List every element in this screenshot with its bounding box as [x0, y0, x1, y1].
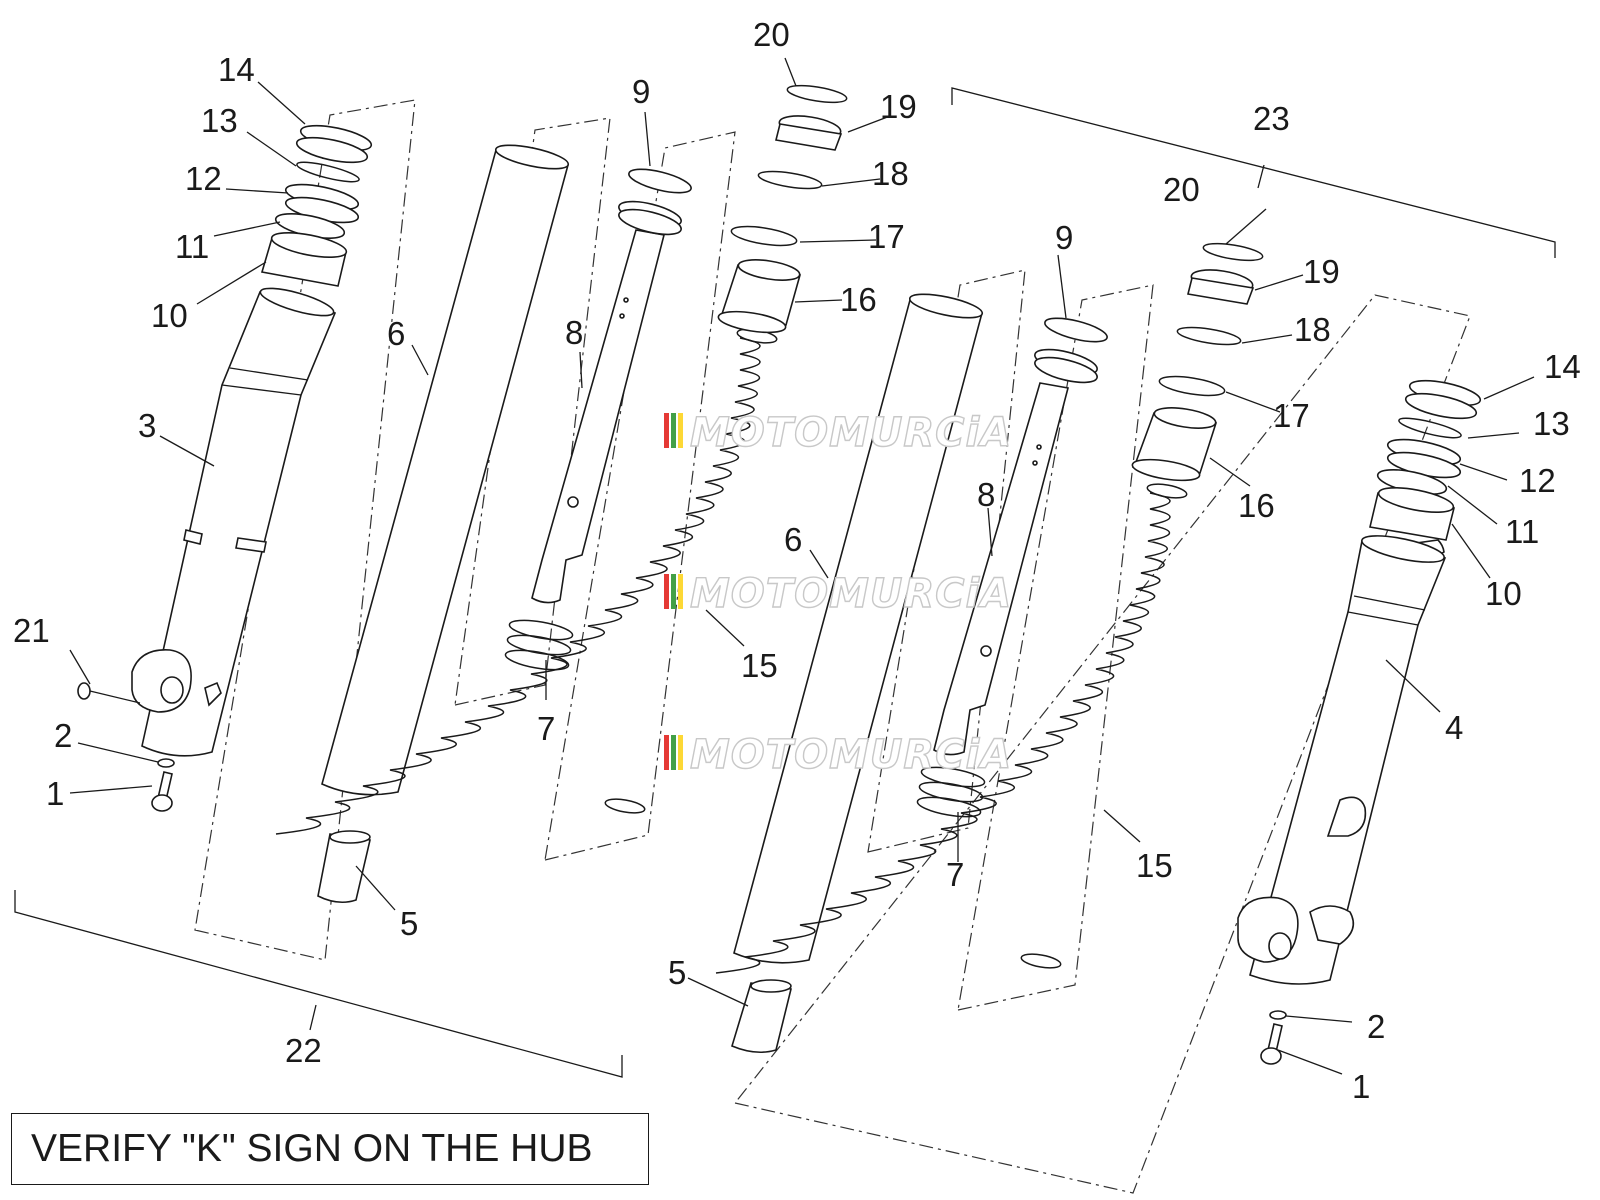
callout-16: 16: [1238, 487, 1275, 524]
left-piston-16: [717, 259, 802, 334]
right-ring-14: [1404, 379, 1482, 420]
callout-9: 9: [632, 73, 650, 110]
group-bracket-22: [14, 890, 623, 1078]
right-washer-2: [1269, 1010, 1287, 1020]
left-fork-slider-3: [131, 287, 337, 757]
callout-10: 10: [1485, 575, 1522, 612]
right-ring-17: [1158, 375, 1226, 397]
callouts-left-leg: 14 13 12 11 10 3 6 21 2 1 5 22 8 7 9 20 …: [13, 16, 917, 1069]
callout-8: 8: [565, 314, 583, 351]
callout-13: 13: [1533, 405, 1570, 442]
callout-21: 21: [13, 612, 50, 649]
callout-20: 20: [1163, 171, 1200, 208]
watermark-stripe-green: [671, 413, 676, 448]
hub-verification-note: VERIFY "K" SIGN ON THE HUB: [11, 1113, 649, 1185]
callout-2: 2: [54, 717, 72, 754]
callout-1: 1: [1352, 1068, 1370, 1105]
right-main-spring-15: [715, 483, 1188, 974]
callout-2: 2: [1367, 1008, 1385, 1045]
watermark-stripe-green: [671, 574, 676, 609]
callout-20: 20: [753, 16, 790, 53]
left-fork-tube-6: [321, 144, 570, 796]
right-clip-13: [1398, 417, 1462, 439]
watermark-stripe-red: [664, 413, 669, 448]
callout-6: 6: [784, 521, 802, 558]
callout-12: 12: [1519, 462, 1556, 499]
callout-3: 3: [138, 407, 156, 444]
right-top-cap-9: [1034, 317, 1108, 384]
callout-14: 14: [1544, 348, 1581, 385]
watermark-logo-middle: MOTOMURCiA: [664, 570, 1012, 618]
watermark-stripe-yellow: [678, 413, 683, 448]
left-seal-10: [260, 231, 348, 287]
right-piston-16: [1131, 407, 1218, 482]
callout-17: 17: [868, 218, 905, 255]
left-washer-2: [157, 758, 175, 768]
right-fork-slider-4: [1237, 535, 1447, 985]
callout-4: 4: [1445, 709, 1463, 746]
left-top-cap-9: [618, 168, 692, 236]
callout-19: 19: [1303, 253, 1340, 290]
watermark-text: MOTOMURCiA: [690, 410, 1012, 456]
callout-11: 11: [175, 228, 209, 265]
left-screw-21: [77, 682, 141, 704]
right-circlip-18: [1176, 326, 1242, 346]
watermark-stripe-green: [671, 735, 676, 770]
callout-10: 10: [151, 297, 188, 334]
callout-8: 8: [977, 476, 995, 513]
callout-16: 16: [840, 281, 877, 318]
right-bushing-5: [731, 979, 792, 1054]
watermark-logo-bottom: MOTOMURCiA: [664, 731, 1012, 779]
right-fork-tube-6: [733, 293, 984, 964]
left-ring-17: [730, 225, 798, 247]
left-cap-19: [775, 115, 843, 151]
callout-17: 17: [1273, 397, 1310, 434]
left-circlip-20: [786, 84, 848, 104]
watermark-text: MOTOMURCiA: [690, 571, 1012, 617]
callout-15: 15: [741, 647, 778, 684]
callout-1: 1: [46, 775, 64, 812]
left-bushing-5: [317, 830, 371, 904]
callout-12: 12: [185, 160, 222, 197]
callout-5: 5: [400, 905, 418, 942]
left-clip-13: [296, 161, 360, 183]
callout-18: 18: [872, 155, 909, 192]
right-circlip-20: [1202, 242, 1264, 262]
watermark: MOTOMURCiA MOTOMURCiA MOTOMURCiA: [664, 409, 1012, 779]
watermark-stripe-yellow: [678, 735, 683, 770]
callout-5: 5: [668, 954, 686, 991]
right-cap-19: [1187, 269, 1255, 305]
callout-6: 6: [387, 315, 405, 352]
left-circlip-18: [757, 170, 823, 190]
callout-15: 15: [1136, 847, 1173, 884]
right-screw-1: [1260, 1023, 1283, 1065]
left-screw-1: [151, 771, 173, 812]
callout-23: 23: [1253, 100, 1290, 137]
callout-9: 9: [1055, 219, 1073, 256]
right-damper-rod-8: [933, 382, 1069, 756]
callout-13: 13: [201, 102, 238, 139]
callout-7: 7: [946, 856, 964, 893]
watermark-stripe-red: [664, 735, 669, 770]
watermark-stripe-yellow: [678, 574, 683, 609]
leader-lines: [69, 57, 1535, 1075]
callout-11: 11: [1505, 513, 1539, 550]
right-seal-10: [1369, 486, 1455, 541]
callout-18: 18: [1294, 311, 1331, 348]
group-bracket-23: [951, 87, 1556, 258]
right-ring-12: [1386, 438, 1462, 479]
watermark-text: MOTOMURCiA: [690, 732, 1012, 778]
callout-7: 7: [537, 710, 555, 747]
left-ring-14: [295, 124, 373, 164]
watermark-logo-top: MOTOMURCiA: [664, 409, 1012, 457]
callout-19: 19: [880, 88, 917, 125]
left-spring-7: [504, 619, 574, 671]
callouts-right-leg: 23 20 19 18 17 16 9 8 6 7 15 14 13 12 11…: [668, 100, 1581, 1105]
left-damper-rod-8: [531, 229, 665, 604]
watermark-stripe-red: [664, 574, 669, 609]
callout-22: 22: [285, 1032, 322, 1069]
callout-14: 14: [218, 51, 255, 88]
